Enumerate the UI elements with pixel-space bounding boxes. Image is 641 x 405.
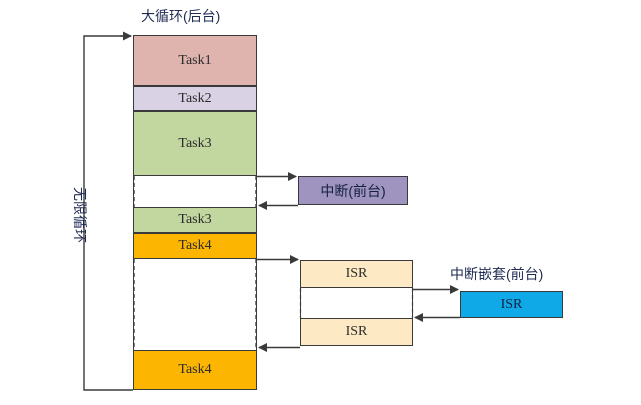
background-column-block-label: Task3 <box>178 135 212 151</box>
background-column-block: Task2 <box>133 86 257 111</box>
interrupt-block: 中断(前台) <box>298 176 408 205</box>
infinite-loop-label: 无限循环 <box>72 187 88 243</box>
background-column-block: Task3 <box>133 111 257 176</box>
isr-block-label: ISR <box>345 266 368 281</box>
nested-interrupt-title: 中断嵌套(前台) <box>450 266 544 282</box>
isr-block: ISR <box>300 318 413 346</box>
isr-block-label: ISR <box>345 324 368 339</box>
background-column-block: Task4 <box>133 233 257 259</box>
background-column-block-label: Task3 <box>178 212 212 227</box>
background-column-block-label: Task2 <box>178 90 212 106</box>
background-column-block: Task4 <box>133 350 257 390</box>
isr-block: ISR <box>300 260 413 288</box>
infinite-loop-bracket <box>83 31 133 391</box>
background-column-block-label: Task1 <box>178 52 212 68</box>
interrupt-block-label: 中断(前台) <box>320 182 386 199</box>
main-loop-title: 大循环(后台) <box>141 8 221 24</box>
background-column-block: Task1 <box>133 35 257 86</box>
nested-isr-block-label: ISR <box>500 296 523 312</box>
background-column-block-label: Task4 <box>178 362 212 377</box>
background-column-block-idle <box>133 176 257 207</box>
background-column-block-label: Task4 <box>178 238 212 253</box>
nested-isr-block: ISR <box>460 291 563 318</box>
isr-block-idle <box>300 288 413 318</box>
background-column-block-idle <box>133 259 257 350</box>
background-column-block: Task3 <box>133 207 257 233</box>
